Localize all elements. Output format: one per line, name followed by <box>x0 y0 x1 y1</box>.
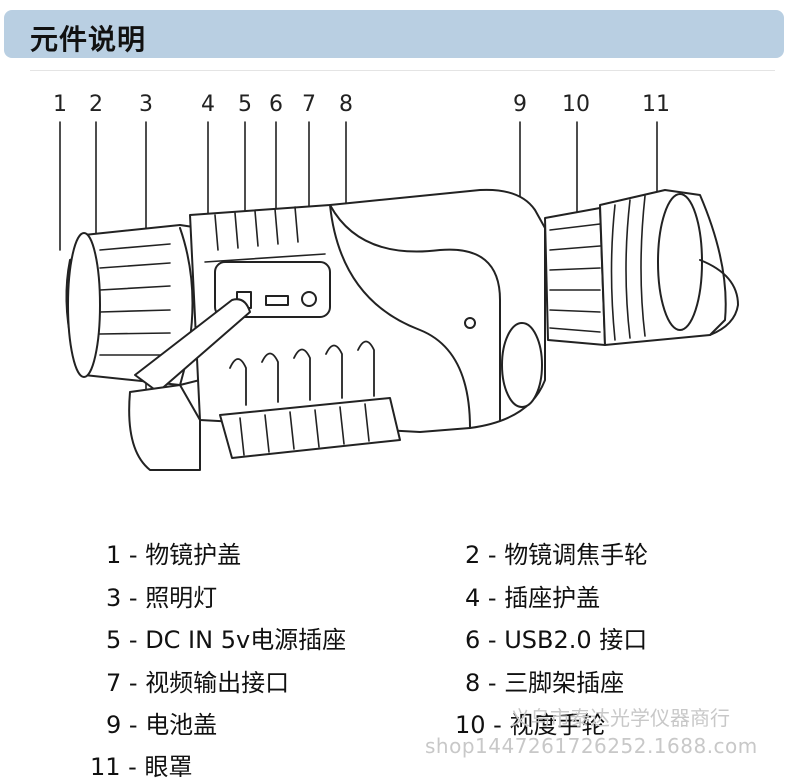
divider <box>30 70 775 71</box>
legend-item-1: 1 - 物镜护盖 <box>106 541 242 569</box>
legend-item-8: 8 - 三脚架插座 <box>465 669 625 697</box>
legend-item-6: 6 - USB2.0 接口 <box>465 626 648 654</box>
night-vision-illustration <box>59 121 739 471</box>
callout-8: 8 <box>339 92 353 117</box>
callout-1: 1 <box>53 92 67 117</box>
legend-item-7: 7 - 视频输出接口 <box>106 669 290 697</box>
callout-9: 9 <box>513 92 527 117</box>
legend-item-5: 5 - DC IN 5v电源插座 <box>106 626 347 654</box>
callout-3: 3 <box>139 92 153 117</box>
watermark-shop-url: shop1447261726252.1688.com <box>425 734 758 758</box>
device-diagram: 1 2 3 4 5 6 7 8 9 10 11 <box>53 92 739 471</box>
section-title: 元件说明 <box>30 23 147 56</box>
legend-item-11: 11 - 眼罩 <box>90 753 193 781</box>
watermark-shop-name: 义乌市泰达光学仪器商行 <box>510 706 730 730</box>
legend-item-4: 4 - 插座护盖 <box>465 584 601 612</box>
callout-5: 5 <box>238 92 252 117</box>
callout-10: 10 <box>562 92 590 117</box>
legend-item-2: 2 - 物镜调焦手轮 <box>465 541 649 569</box>
callout-4: 4 <box>201 92 215 117</box>
legend-item-3: 3 - 照明灯 <box>106 584 218 612</box>
legend-item-10: 10 - 视度手轮 <box>455 711 606 739</box>
callout-6: 6 <box>269 92 283 117</box>
callout-11: 11 <box>642 92 670 117</box>
callout-7: 7 <box>302 92 316 117</box>
legend-item-9: 9 - 电池盖 <box>106 711 218 739</box>
section-header: 元件说明 <box>0 10 790 58</box>
header-bar <box>4 10 784 58</box>
callout-2: 2 <box>89 92 103 117</box>
